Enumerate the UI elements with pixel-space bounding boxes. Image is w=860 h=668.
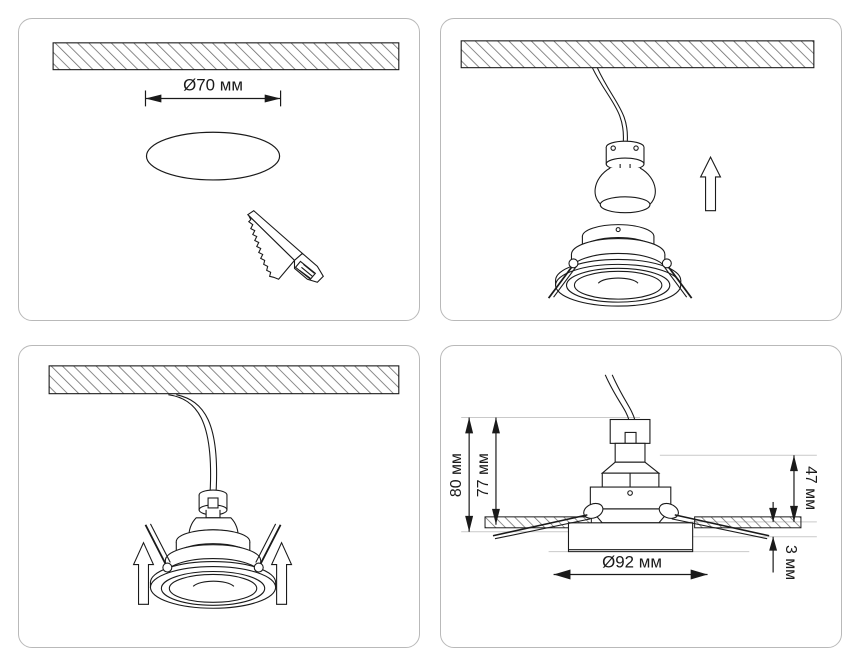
hand-saw-icon	[246, 210, 324, 283]
ceiling-slab	[460, 40, 815, 69]
supply-wire	[604, 374, 636, 421]
body-height-label: 77 мм	[475, 453, 492, 497]
panel-step-1: Ø70 мм	[18, 18, 420, 321]
supply-wire	[591, 67, 628, 145]
panel-step-3	[18, 345, 420, 648]
dimension-trim-thickness	[769, 501, 778, 573]
hole-diameter-label: Ø70 мм	[183, 76, 243, 95]
up-arrow-left-icon	[132, 541, 155, 605]
cut-hole-ellipse	[145, 131, 281, 181]
spring-clip-left	[492, 502, 604, 540]
up-arrow-right-icon	[270, 541, 293, 605]
dimension-total-height	[465, 417, 474, 532]
trim-thickness-label: 3 мм	[782, 545, 799, 580]
spring-clip-left	[547, 258, 579, 299]
mr16-lamp	[594, 140, 656, 214]
diameter-dimension-arrow	[144, 90, 282, 107]
supply-wire	[168, 394, 218, 494]
ceiling-slab	[52, 42, 400, 71]
up-arrow-icon	[699, 155, 722, 212]
dimension-body-height	[491, 417, 500, 525]
downlight-housing	[555, 224, 682, 307]
ceiling-slab	[48, 365, 400, 395]
spring-clip-right	[661, 258, 693, 299]
panel-step-2	[440, 18, 842, 321]
dimension-outer-diameter	[553, 569, 708, 580]
downlight-assembly	[149, 489, 277, 609]
spring-clip-right	[253, 523, 282, 573]
panel-step-4: 80 мм 77 мм 47 мм 3 мм	[440, 345, 842, 648]
spring-clip-left	[144, 523, 173, 573]
downlight-assembly-section	[567, 418, 694, 553]
recess-depth-label: 47 мм	[802, 466, 819, 510]
total-height-label: 80 мм	[448, 453, 465, 497]
outer-diameter-label: Ø92 мм	[602, 553, 662, 572]
spring-clip-right	[658, 502, 770, 540]
dimension-recess-depth	[790, 455, 798, 522]
